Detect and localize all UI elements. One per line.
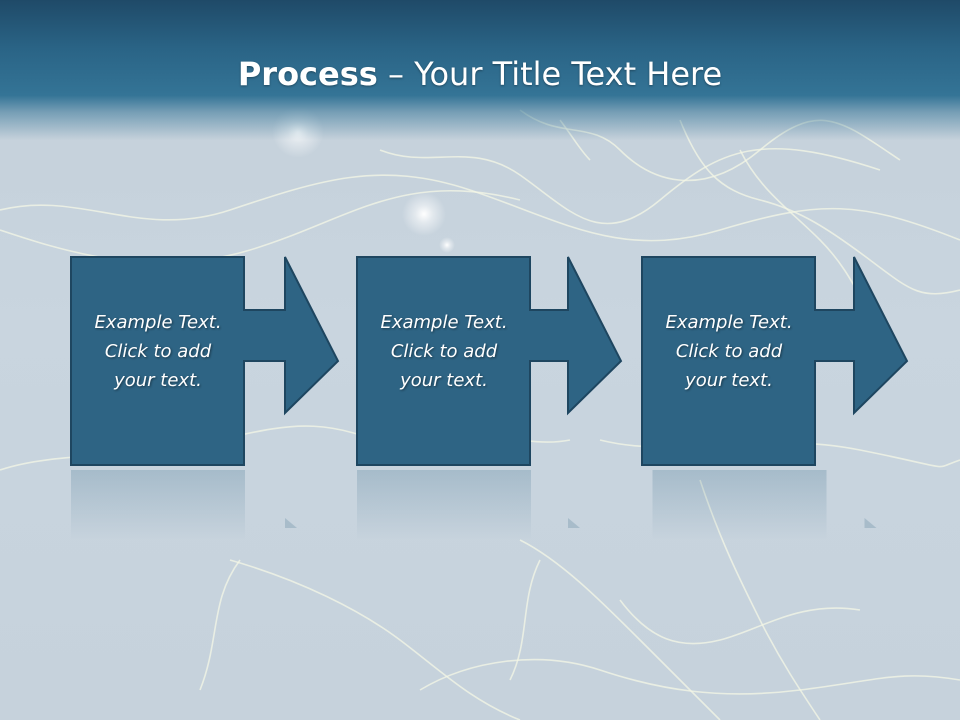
process-step-1[interactable]: Example Text. Click to add your text. <box>70 256 410 468</box>
step-text-line-1: Example Text. <box>94 312 222 333</box>
step-arrow-shape <box>641 256 909 466</box>
step-text[interactable]: Example Text. Click to add your text. <box>74 308 242 395</box>
step-text-line-3: your text. <box>114 370 202 391</box>
step-text-line-2: Click to add <box>104 341 212 362</box>
step-text[interactable]: Example Text. Click to add your text. <box>360 308 528 395</box>
step-text-line-3: your text. <box>400 370 488 391</box>
title-rest: – Your Title Text Here <box>377 55 723 93</box>
process-step-3[interactable]: Example Text. Click to add your text. <box>641 256 960 468</box>
step-text-line-1: Example Text. <box>380 312 508 333</box>
step-text-line-1: Example Text. <box>665 312 793 333</box>
step-arrow-shape <box>356 256 623 466</box>
step-text-line-2: Click to add <box>675 341 783 362</box>
step-arrow-shape <box>70 256 340 466</box>
step-text-line-3: your text. <box>685 370 773 391</box>
title-bold: Process <box>237 55 378 93</box>
step-text-line-2: Click to add <box>390 341 498 362</box>
slide-title[interactable]: Process – Your Title Text Here <box>0 52 960 96</box>
process-step-2[interactable]: Example Text. Click to add your text. <box>356 256 696 468</box>
header-band <box>0 0 960 140</box>
step-text[interactable]: Example Text. Click to add your text. <box>645 308 813 395</box>
